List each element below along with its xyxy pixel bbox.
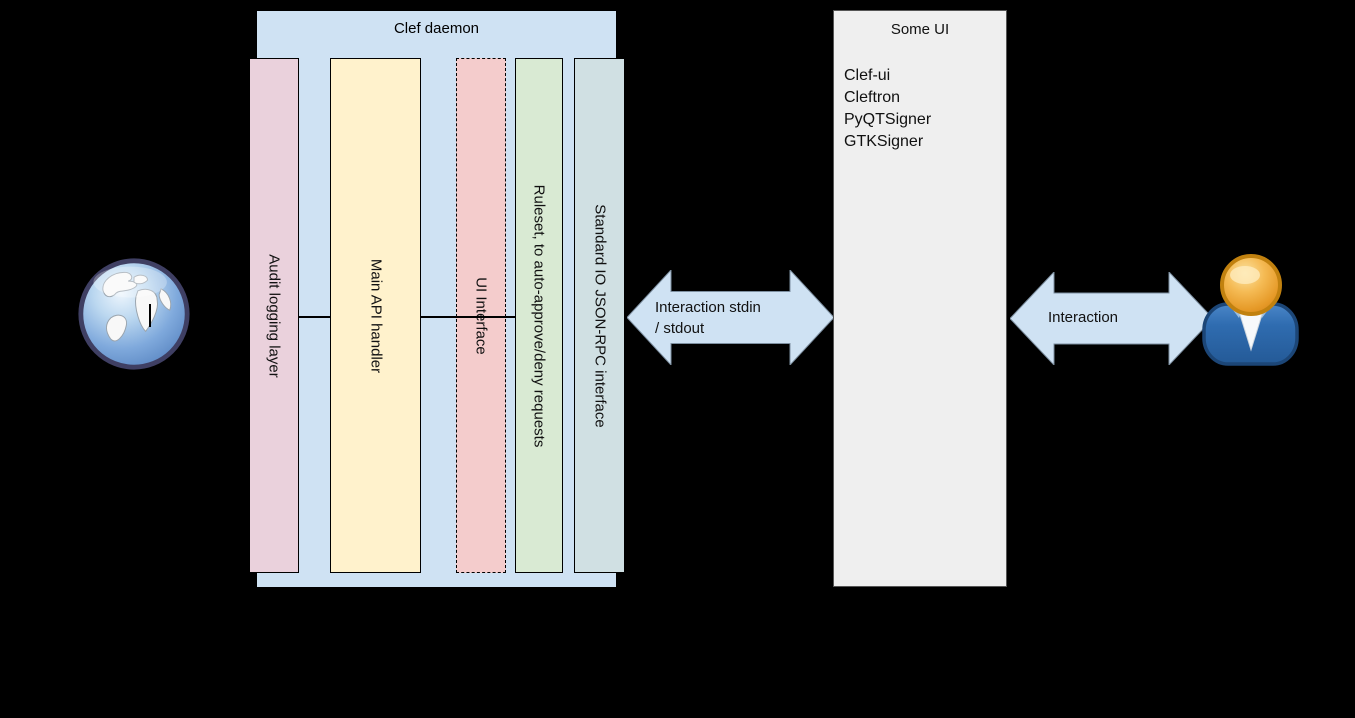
layer-ruleset-label: Ruleset, to auto-approve/deny requests [530,184,548,447]
layer-ruleset: Ruleset, to auto-approve/deny requests [515,58,563,573]
ui-list-item: GTKSigner [844,133,924,150]
ui-list-item: Cleftron [844,89,901,106]
layer-audit-logging-label: Audit logging layer [265,253,283,378]
ui-list-item: PyQTSigner [844,111,932,128]
some-ui-list: Clef-ui Cleftron PyQTSigner GTKSigner [844,65,931,153]
stdio-arrow-label-line2: / stdout [655,320,705,337]
layer-stdio-jsonrpc-label: Standard IO JSON-RPC interface [591,203,608,428]
stdio-arrow-label: Interaction stdin / stdout [655,297,761,339]
layer-main-api-handler-label: Main API handler [367,258,384,373]
connector-line [420,316,515,318]
clef-daemon-title: Clef daemon [393,20,480,37]
connector-line [298,316,330,318]
stdio-arrow-label-line1: Interaction stdin [655,299,761,316]
globe-connector-tick [149,304,151,327]
layer-ui-interface: UI Interface [456,58,506,573]
stdio-arrow-icon [627,270,834,365]
user-icon [1202,254,1299,366]
some-ui-box: Some UI Clef-ui Cleftron PyQTSigner GTKS… [833,10,1007,587]
some-ui-title: Some UI [890,21,950,38]
interaction-arrow-icon [1010,272,1213,365]
layer-main-api-handler: Main API handler [330,58,421,573]
ui-list-item: Clef-ui [844,67,891,84]
layer-audit-logging: Audit logging layer [249,58,299,573]
interaction-arrow-label: Interaction [1047,309,1119,326]
layer-stdio-jsonrpc: Standard IO JSON-RPC interface [574,58,625,573]
globe-icon [78,258,190,370]
